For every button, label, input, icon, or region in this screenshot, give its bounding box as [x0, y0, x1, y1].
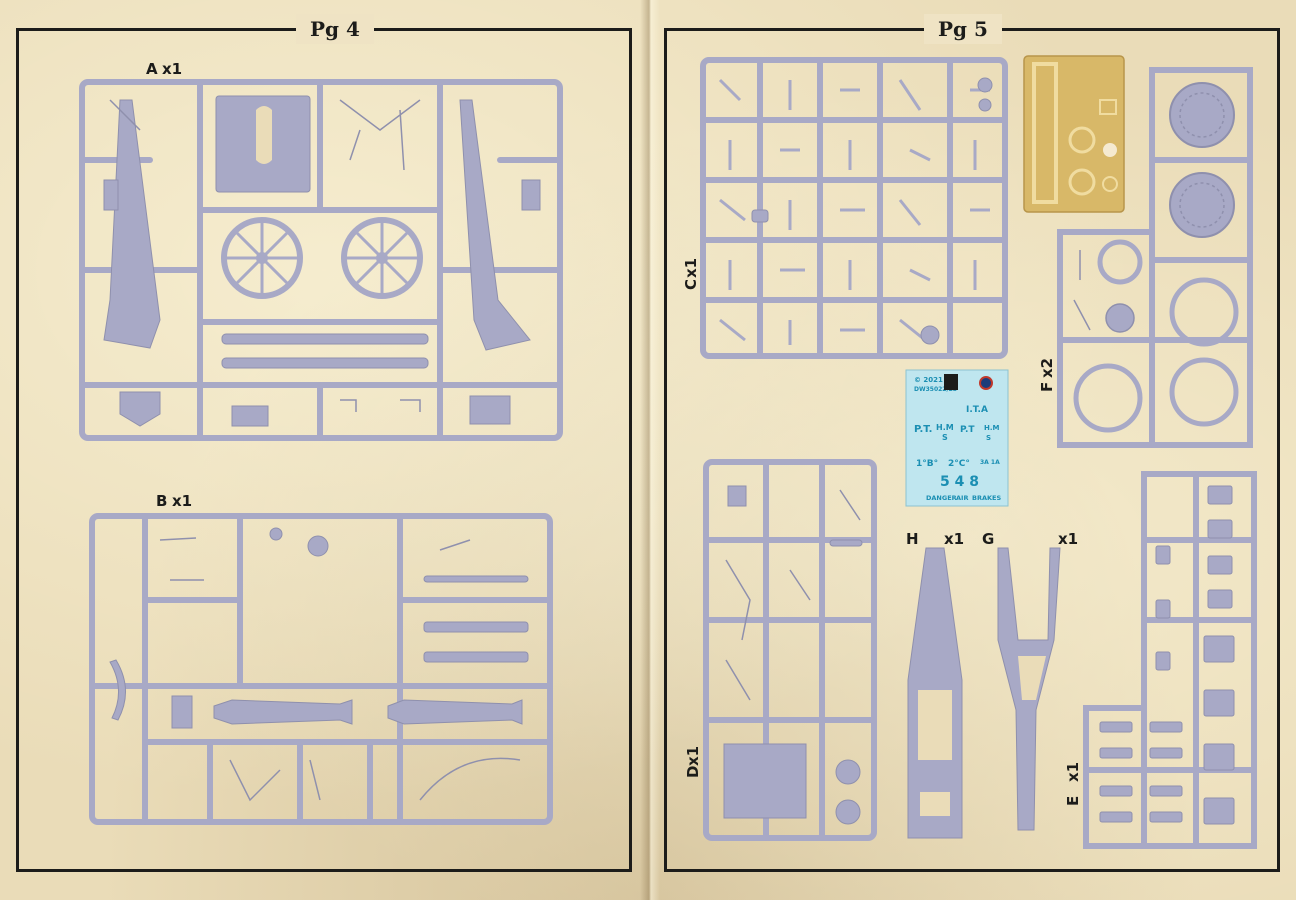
sprue-f-letter: F — [1038, 382, 1056, 392]
part-h-qty: x1 — [944, 530, 964, 548]
sprue-c-letter: C — [682, 279, 700, 290]
sprue-b-qty: x1 — [172, 492, 192, 510]
part-h-letter: H — [906, 530, 919, 548]
decal-mark-8: 1°B° — [916, 459, 938, 469]
photo-etch-fret — [1023, 55, 1125, 213]
left-page-title: Pg 4 — [296, 14, 374, 44]
sprue-f-qty: x2 — [1038, 358, 1056, 378]
sprue-a-letter: A — [146, 60, 158, 78]
sprue-e-letter: E — [1064, 796, 1082, 806]
sprue-d-letter: D — [684, 766, 702, 778]
decal-mark-10: 3A 1A — [980, 459, 1000, 466]
decal-mark-1: I.T.A — [966, 405, 988, 415]
part-g-qty: x1 — [1058, 530, 1078, 548]
sprue-b-letter: B — [156, 492, 167, 510]
part-g-letter: G — [982, 530, 994, 548]
decal-danger: DANGER — [926, 494, 957, 502]
decal-mark-4: S — [942, 433, 948, 442]
sprue-f — [1057, 67, 1253, 448]
decal-mark-3: H.M — [936, 423, 954, 432]
decal-mark-5: P.T — [960, 425, 975, 435]
decal-code: DW35022/23 — [914, 386, 957, 393]
sprue-e — [1083, 471, 1257, 849]
page-gutter — [640, 0, 660, 900]
decal-copyright: © 2021 — [914, 376, 943, 384]
sprue-b — [89, 513, 553, 825]
right-page-title: Pg 5 — [924, 14, 1002, 44]
decal-mark-7: S — [986, 434, 991, 442]
decal-brakes: BRAKES — [972, 494, 1001, 502]
sprue-c-qty: x1 — [682, 258, 700, 278]
part-g — [997, 547, 1061, 831]
sprue-d-qty: x1 — [684, 746, 702, 766]
part-h — [907, 547, 963, 839]
sprue-e-qty: x1 — [1064, 762, 1082, 782]
decal-air: AIR — [956, 494, 968, 502]
decal-mark-6: H.M — [984, 424, 1000, 432]
decal-mark-2: P.T. — [914, 424, 932, 435]
decal-mark-9: 2°C° — [948, 459, 970, 469]
sprue-a — [79, 79, 563, 441]
decal-number: 5 4 8 — [940, 474, 979, 490]
sprue-d — [703, 459, 877, 841]
sprue-a-qty: x1 — [162, 60, 182, 78]
sprue-c — [700, 57, 1008, 359]
decal-sheet: © 2021 DW35022/23 I.T.A P.T. H.M S P.T H… — [905, 369, 1009, 507]
